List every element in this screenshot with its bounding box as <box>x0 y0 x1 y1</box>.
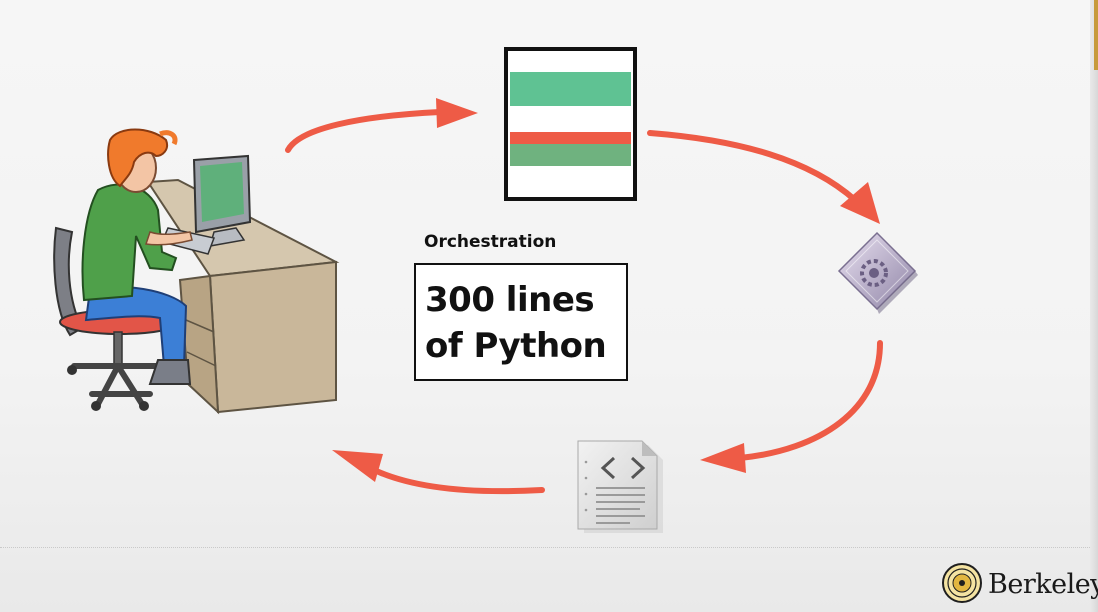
right-edge-accent <box>1094 0 1098 70</box>
berkeley-seal-icon <box>942 563 982 603</box>
arrow-right-down <box>700 340 883 473</box>
test-results-icon <box>504 47 637 201</box>
code-size-line-1: 300 lines <box>425 280 595 320</box>
code-document-icon <box>577 440 663 533</box>
code-size-line-2: of Python <box>425 326 607 366</box>
right-edge-strip <box>1090 0 1098 612</box>
gear-diamond-icon <box>837 231 918 314</box>
person-at-computer-icon <box>53 128 340 415</box>
berkeley-logo: Berkeley <box>940 562 1098 606</box>
arrow-top-right <box>647 130 880 224</box>
berkeley-seal-spacer <box>940 563 982 605</box>
berkeley-logo-text: Berkeley <box>988 568 1098 600</box>
footer-divider <box>0 547 1098 548</box>
arrow-bottom-left <box>332 450 545 495</box>
arrow-top-left <box>285 98 478 153</box>
code-size-box: 300 lines of Python <box>414 263 628 381</box>
orchestration-label: Orchestration <box>424 232 557 252</box>
